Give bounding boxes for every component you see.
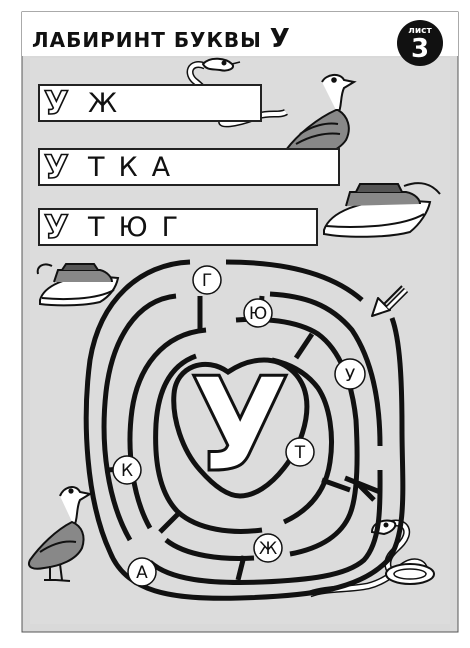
page-title-letter: У xyxy=(269,24,291,54)
page-title-text: ЛАБИРИНТ БУКВЫ xyxy=(32,28,262,52)
maze xyxy=(83,259,406,601)
word-row-3: У ТЮГ xyxy=(38,208,318,246)
maze-letter-circle xyxy=(243,298,273,328)
sheet-label: лист xyxy=(408,26,432,36)
maze-letter-circle xyxy=(112,455,142,485)
maze-center-letter: У xyxy=(190,349,290,501)
iron-picture xyxy=(36,263,120,307)
word-first-letter: У xyxy=(43,208,69,246)
page-title: ЛАБИРИНТ БУКВЫ У xyxy=(32,24,291,54)
maze-letter-circle xyxy=(285,437,315,467)
iron-picture xyxy=(323,182,441,238)
maze-letter-k: К xyxy=(121,461,133,481)
word-row-1: У Ж xyxy=(38,84,262,122)
word-rest: ТЮГ xyxy=(88,212,193,243)
maze-letter-u: У xyxy=(345,366,356,386)
word-first-letter: У xyxy=(43,148,69,186)
sheet-number: 3 xyxy=(410,34,430,64)
maze-letter-zh: Ж xyxy=(259,539,277,559)
maze-letter-circle xyxy=(192,265,222,295)
maze-letters xyxy=(112,265,366,587)
maze-letter-a: А xyxy=(136,563,148,583)
maze-letter-circle xyxy=(253,533,283,563)
header-strip xyxy=(22,12,458,56)
word-row-2: У ТКА xyxy=(38,148,340,186)
word-rest: Ж xyxy=(88,88,132,119)
word-rest: ТКА xyxy=(88,152,185,183)
maze-letter-t: Т xyxy=(294,443,306,463)
maze-letter-circle xyxy=(127,557,157,587)
duck-picture xyxy=(28,486,93,582)
maze-letter-g: Г xyxy=(202,271,212,291)
maze-letter-yu: Ю xyxy=(249,304,267,324)
maze-letter-circle xyxy=(334,358,366,390)
word-first-letter: У xyxy=(43,84,69,122)
arrow-icon xyxy=(371,285,409,317)
sheet-number-badge: лист 3 xyxy=(397,20,443,66)
